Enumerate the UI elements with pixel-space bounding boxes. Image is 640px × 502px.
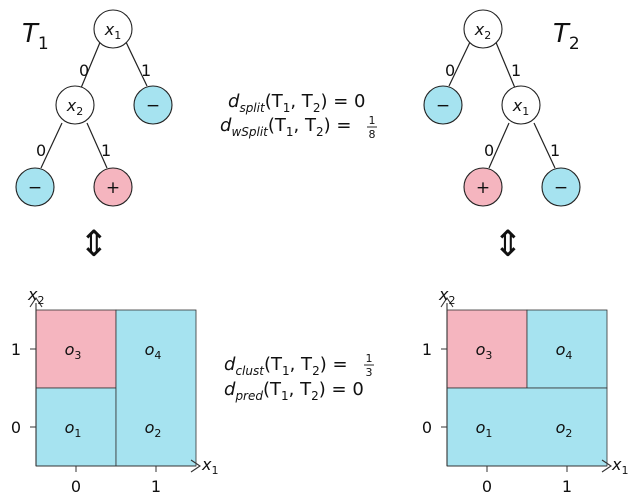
partition-plot-1: 0 1 0 1 x2 x1 o3 o4 o1 o2 [11,285,219,496]
plot-2-ytick-label-0: 0 [422,418,432,437]
tree-2-title: T2 [553,19,580,54]
tree-1-root-right-label: 1 [141,61,151,80]
tree-2-child-label: x1 [512,96,529,118]
plot-1-label-o3: o3 [65,340,82,362]
tree-2-edge-root-right [494,39,516,89]
tree-2-root-label: x2 [474,20,491,42]
tree-2-leaf-left-label: + [476,178,490,198]
plot-2-ylabel: x2 [438,285,455,307]
tree-2-child-right-label: 1 [550,141,560,160]
plot-1-ytick-label-1: 1 [11,340,21,359]
plot-1-y-arrowhead [29,297,43,308]
partition-plot-2: 0 1 0 1 x2 x1 o3 o4 o1 o2 [422,285,629,496]
tree-1-edge-root-right [124,39,148,87]
tree-2-edge-child-right [533,122,556,169]
tree-1-leaf-root-right-label: − [146,96,160,116]
plot-1-label-o2: o2 [145,418,162,440]
metric-d-clust-fraction-numerator: 1 [366,352,373,365]
plot-2-x-arrowhead [601,459,612,473]
plot-2-xlabel: x1 [611,455,628,477]
plot-1-label-o4: o4 [145,340,162,362]
tree-1-edge-root-left [80,39,102,89]
metric-d-clust: dclust(T1, T2) = [224,354,348,378]
plot-2-label-o2: o2 [556,418,573,440]
plot-2-region-o3 [446,309,528,389]
tree-1-leaf-left [15,167,55,207]
tree-1: T1 0 1 0 1 x1 x2 − − + [15,9,173,207]
tree-2-leaf-right-label: − [554,178,568,198]
tree-2-edge-child-left [488,122,510,169]
tree-2-edge-root-left [448,39,472,87]
tree-2-leaf-left [463,167,503,207]
tree-1-child-node [55,85,95,125]
plot-2-xtick-label-1: 1 [562,477,572,496]
metric-d-wsplit-fraction-numerator: 1 [369,114,376,127]
tree-1-leaf-root-right [133,85,173,125]
tree-1-leaf-left-label: − [28,178,42,198]
plot-2-y-arrowhead [440,297,454,308]
metric-d-wsplit: dwSplit(T1, T2) = [220,115,351,139]
tree-1-root-left-label: 0 [79,61,89,80]
tree-1-child-label: x2 [66,96,83,118]
tree-2-leaf-right [541,167,581,207]
tree-2-leaf-root-left [423,85,463,125]
tree-2-root-node [463,9,503,49]
plot-1-x-arrowhead [190,459,201,473]
tree-2-child-left-label: 0 [484,141,494,160]
metric-d-clust-fraction-denominator: 3 [366,366,373,379]
tree-1-leaf-right [93,167,133,207]
plot-2-region-bottom [446,387,608,467]
metric-d-split: dsplit(T1, T2) = 0 [228,91,365,115]
equivalence-arrow-left: ⇕ [79,224,109,265]
tree-2: T2 0 1 0 1 x2 − x1 + − [423,9,581,207]
plot-1-ylabel: x2 [27,285,44,307]
plot-2-region-o4 [526,309,608,389]
metrics-bottom: dclust(T1, T2) = 1 3 dpred(T1, T2) = 0 [224,352,374,403]
plot-1-region-o1 [35,387,117,467]
tree-1-child-right-label: 1 [101,141,111,160]
tree-2-leaf-root-left-label: − [436,96,450,116]
tree-2-root-left-label: 0 [445,61,455,80]
tree-1-title: T1 [22,19,49,54]
tree-1-edge-child-left [40,122,63,169]
tree-1-root-label: x1 [104,20,121,42]
metrics-top: dsplit(T1, T2) = 0 dwSplit(T1, T2) = 1 8 [220,91,377,141]
tree-1-root-node [93,9,133,49]
plot-1-region-right [115,309,197,467]
metric-d-wsplit-fraction-denominator: 8 [369,128,376,141]
tree-1-leaf-right-label: + [106,178,120,198]
plot-2-ytick-label-1: 1 [422,340,432,359]
plot-1-xlabel: x1 [201,455,218,477]
tree-1-edge-child-right [86,122,108,169]
equivalence-arrow-right: ⇕ [493,224,523,265]
tree-2-child-node [501,85,541,125]
plot-1-label-o1: o1 [65,418,82,440]
plot-2-label-o1: o1 [476,418,493,440]
metric-d-pred: dpred(T1, T2) = 0 [224,379,364,403]
tree-2-root-right-label: 1 [511,61,521,80]
plot-1-ytick-label-0: 0 [11,418,21,437]
plot-1-xtick-label-0: 0 [71,477,81,496]
tree-1-child-left-label: 0 [36,141,46,160]
plot-2-label-o3: o3 [476,340,493,362]
plot-2-label-o4: o4 [556,340,573,362]
plot-2-xtick-label-0: 0 [482,477,492,496]
plot-1-xtick-label-1: 1 [151,477,161,496]
